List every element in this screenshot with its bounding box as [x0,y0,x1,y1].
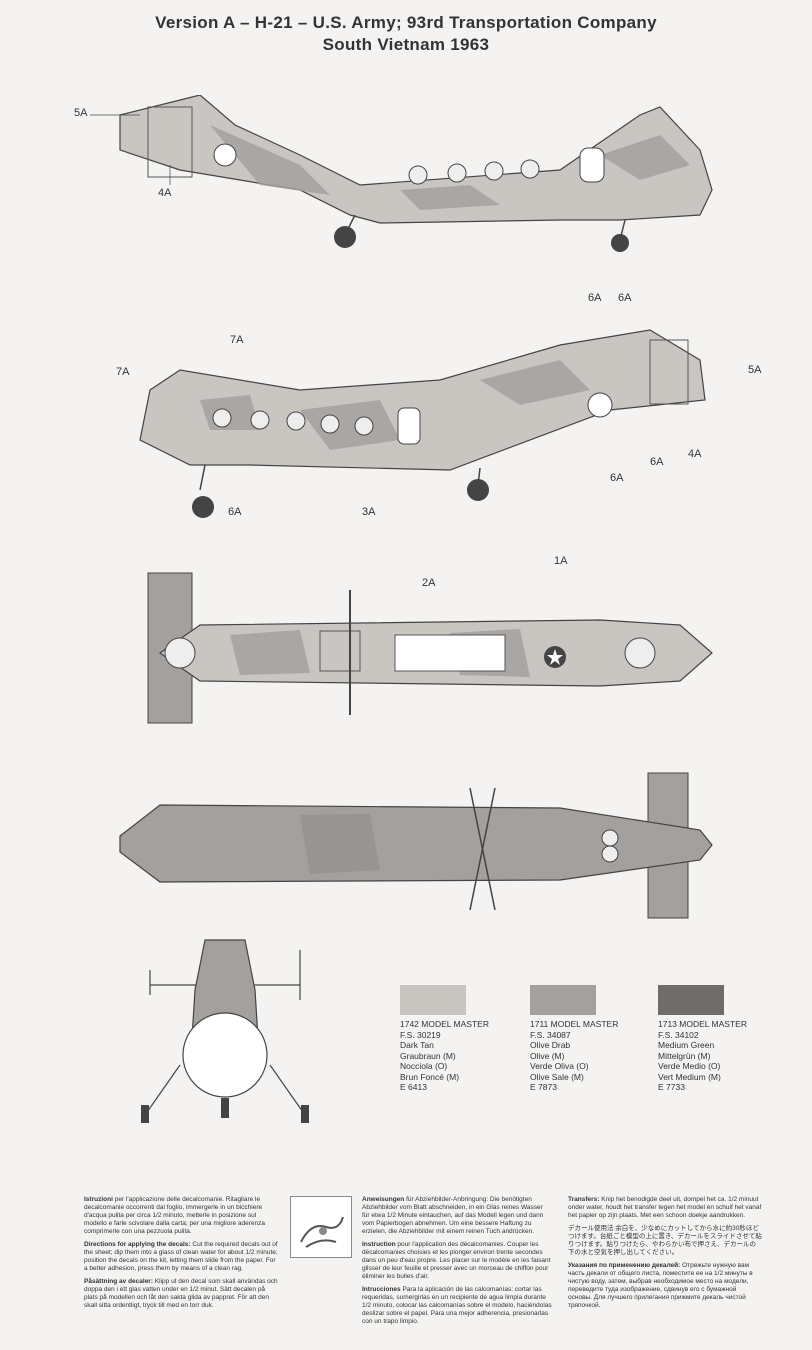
callout-5a-left: 5A [74,107,87,119]
right-side-drawing [139,329,706,518]
instr-title: Transfers: [568,1196,600,1203]
decal-hand-illustration [290,1196,352,1258]
callout-6a-top-1: 6A [588,292,601,304]
paint-ref: E 7733 [658,1082,685,1092]
instr-text: für Abziehbilder-Anbringung: Die benötig… [362,1196,544,1235]
paint-name-fr: Olive Sale (M) [530,1071,584,1082]
instructions-japanese: デカール使用法 余白を、少なめにカットしてから水に約30秒ほどつけます。台紙ごと… [568,1225,762,1257]
callout-6a-top-1-text: 6A [588,292,602,304]
callout-4a-right: 4A [688,448,701,460]
instr-text: pour l'application des décalcomanies. Co… [362,1241,551,1280]
page-title: Version A – H-21 – U.S. Army; 93rd Trans… [0,12,812,56]
hand-icon [300,1216,344,1248]
callout-5a-left-text: 5A [74,107,88,119]
paint-name: Dark Tan [400,1040,434,1050]
callout-2a: 2A [422,577,435,589]
top-view-drawing [147,572,713,724]
bottom-view-drawing [119,772,713,919]
front-view-drawing [141,939,309,1123]
instr-text: Cut the required decals out of the sheet… [84,1241,278,1272]
paint-swatch-1: 1742 MODEL MASTER F.S. 30219 Dark Tan Gr… [400,985,540,1093]
swatch-medium-green [658,985,724,1015]
instr-text: Knip het benodigde deel uit, dompel het … [568,1196,762,1219]
callout-7a-top-text: 7A [230,334,244,346]
instructions-german: Anweisungen für Abziehbilder-Anbringung:… [362,1196,552,1236]
callout-7a-left-text: 7A [116,366,130,378]
title-line-1: Version A – H-21 – U.S. Army; 93rd Trans… [155,13,657,32]
swatch-olive-drab [530,985,596,1015]
front-view [0,930,812,1130]
instr-text: デカール使用法 余白を、少なめにカットしてから水に約30秒ほどつけます。台紙ごと… [568,1225,762,1256]
swatch-dark-tan [400,985,466,1015]
paint-name-fr: Vert Medium (M) [658,1071,721,1082]
left-side-drawing [90,95,713,252]
callout-6a-bottom-left: 6A [228,506,241,518]
instr-text: Отрежьте нужную вам часть декали от обще… [568,1262,753,1309]
instructions-col-2: Anweisungen für Abziehbilder-Anbringung:… [362,1196,552,1331]
instr-title: Påsättning av decaler: [84,1278,153,1285]
paint-name-it: Nocciola (O) [400,1061,448,1071]
callout-6a-bottom-right: 6A [610,472,623,484]
instructions-col-1: Istruzioni per l'applicazione delle deca… [84,1196,278,1315]
callout-7a-top: 7A [230,334,243,346]
paint-fs: F.S. 34087 [530,1029,571,1040]
callout-3a: 3A [362,506,375,518]
instr-title: Instruction [362,1241,396,1248]
callout-4a-right-text: 4A [688,448,702,460]
callout-2a-text: 2A [422,577,436,589]
paint-code: 1742 MODEL MASTER [400,1019,489,1029]
instructions-english: Directions for applying the decals: Cut … [84,1241,278,1273]
callout-1a-text: 1A [554,555,568,567]
instructions-dutch: Transfers: Knip het benodigde deel uit, … [568,1196,762,1220]
paint-name-de: Mittelgrün (M) [658,1050,711,1061]
instructions-col-3: Transfers: Knip het benodigde deel uit, … [568,1196,762,1315]
instructions-spanish: Intrucciones Para la aplicación de las c… [362,1286,552,1326]
instructions-french: Instruction pour l'application des décal… [362,1241,552,1281]
instr-title: Istruzioni [84,1196,113,1203]
paint-name-de: Graubraun (M) [400,1050,456,1061]
paint-name-it: Verde Oliva (O) [530,1061,589,1071]
callout-6a-top-2: 6A [618,292,631,304]
paint-swatch-2: 1711 MODEL MASTER F.S. 34087 Olive Drab … [530,985,670,1093]
instr-title: Указания по применению декалей: [568,1262,681,1269]
paint-name-de: Olive (M) [530,1050,565,1061]
instr-title: Intrucciones [362,1286,401,1293]
paint-fs: F.S. 34102 [658,1029,699,1040]
instr-title: Directions for applying the decals: [84,1241,191,1248]
instructions-russian: Указания по применению декалей: Отрежьте… [568,1262,762,1310]
paint-name: Olive Drab [530,1040,571,1050]
instructions-swedish: Påsättning av decaler: Klipp ut den deca… [84,1278,278,1310]
callout-5a-right: 5A [748,364,761,376]
paint-ref: E 7873 [530,1082,557,1092]
bottom-view [0,770,812,920]
callout-7a-left: 7A [116,366,129,378]
paint-swatch-3: 1713 MODEL MASTER F.S. 34102 Medium Gree… [658,985,798,1093]
instr-title: Anweisungen [362,1196,405,1203]
paint-code: 1711 MODEL MASTER [530,1019,619,1029]
paint-ref: E 6413 [400,1082,427,1092]
callout-6a-top-2-text: 6A [618,292,632,304]
instr-text: per l'applicazione delle decalcomanie. R… [84,1196,266,1235]
instr-text: Klipp ut den decal som skall användas oc… [84,1278,278,1309]
callout-4a-left-text: 4A [158,187,172,199]
paint-name-fr: Brun Foncé (M) [400,1071,460,1082]
callout-6a-right: 6A [650,456,663,468]
callout-6a-bottom-left-text: 6A [228,506,242,518]
paint-code: 1713 MODEL MASTER [658,1019,747,1029]
callout-3a-text: 3A [362,506,376,518]
left-side-view: 5A 4A [0,95,812,265]
instructions-italian: Istruzioni per l'applicazione delle deca… [84,1196,278,1236]
paint-fs: F.S. 30219 [400,1029,441,1040]
callout-1a: 1A [554,555,567,567]
callout-5a-right-text: 5A [748,364,762,376]
callout-4a-left: 4A [158,187,171,199]
title-line-2: South Vietnam 1963 [322,35,490,54]
callout-6a-bottom-right-text: 6A [610,472,624,484]
paint-name: Medium Green [658,1040,715,1050]
right-side-view: 7A 7A 6A 3A 6A 6A 5A 6A 4A 6A [0,290,812,520]
paint-name-it: Verde Medio (O) [658,1061,721,1071]
instr-text: Para la aplicación de las calcomanías: c… [362,1286,552,1325]
top-view: 2A 1A [0,555,812,735]
callout-6a-right-text: 6A [650,456,664,468]
